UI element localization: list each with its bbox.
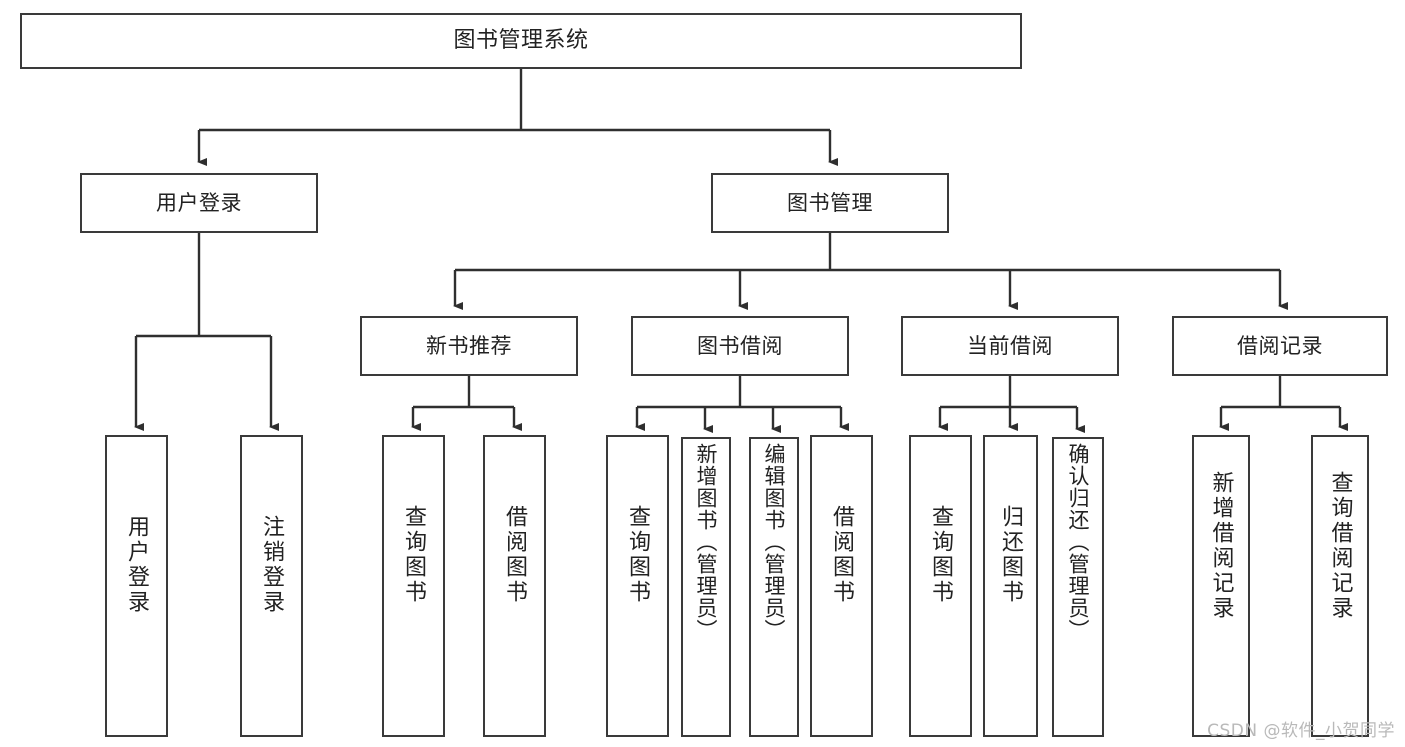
leaf-book-borrow-borrow[interactable]: 借阅图书 <box>810 435 873 737</box>
node-book-borrow[interactable]: 图书借阅 <box>631 316 849 376</box>
leaf-book-borrow-query-label: 查询图书 <box>625 505 651 605</box>
leaf-current-borrow-confirm-label: 确认归还（管理员） <box>1066 443 1091 641</box>
leaf-book-borrow-edit-label: 编辑图书（管理员） <box>762 443 787 641</box>
leaf-user-login-logout[interactable]: 注销登录 <box>240 435 303 737</box>
node-current-borrow[interactable]: 当前借阅 <box>901 316 1119 376</box>
node-current-borrow-label: 当前借阅 <box>967 333 1053 358</box>
leaf-new-book-borrow-label: 借阅图书 <box>502 505 528 605</box>
leaf-new-book-borrow[interactable]: 借阅图书 <box>483 435 546 737</box>
leaf-user-login-login-label: 用户登录 <box>124 515 150 615</box>
leaf-current-borrow-confirm[interactable]: 确认归还（管理员） <box>1052 437 1104 737</box>
node-book-borrow-label: 图书借阅 <box>697 333 783 358</box>
leaf-user-login-login[interactable]: 用户登录 <box>105 435 168 737</box>
leaf-current-borrow-return[interactable]: 归还图书 <box>983 435 1038 737</box>
node-user-login-label: 用户登录 <box>156 190 242 215</box>
leaf-current-borrow-query-label: 查询图书 <box>928 505 954 605</box>
leaf-new-book-query[interactable]: 查询图书 <box>382 435 445 737</box>
node-book-management[interactable]: 图书管理 <box>711 173 949 233</box>
node-new-book-recommend-label: 新书推荐 <box>426 333 512 358</box>
leaf-book-borrow-edit[interactable]: 编辑图书（管理员） <box>749 437 799 737</box>
leaf-borrow-record-add-label: 新增借阅记录 <box>1208 471 1234 621</box>
node-user-login[interactable]: 用户登录 <box>80 173 318 233</box>
leaf-borrow-record-query[interactable]: 查询借阅记录 <box>1311 435 1369 737</box>
leaf-book-borrow-borrow-label: 借阅图书 <box>829 505 855 605</box>
leaf-user-login-logout-label: 注销登录 <box>259 515 285 615</box>
node-root-label: 图书管理系统 <box>453 28 589 54</box>
leaf-borrow-record-add[interactable]: 新增借阅记录 <box>1192 435 1250 737</box>
watermark-text: CSDN @软件_小贺同学 <box>1207 721 1395 741</box>
leaf-borrow-record-query-label: 查询借阅记录 <box>1327 471 1353 621</box>
leaf-current-borrow-query[interactable]: 查询图书 <box>909 435 972 737</box>
leaf-new-book-query-label: 查询图书 <box>401 505 427 605</box>
node-new-book-recommend[interactable]: 新书推荐 <box>360 316 578 376</box>
leaf-current-borrow-return-label: 归还图书 <box>998 505 1024 605</box>
node-borrow-record[interactable]: 借阅记录 <box>1172 316 1388 376</box>
leaf-book-borrow-query[interactable]: 查询图书 <box>606 435 669 737</box>
node-book-management-label: 图书管理 <box>787 190 873 215</box>
node-root[interactable]: 图书管理系统 <box>20 13 1022 69</box>
leaf-book-borrow-add[interactable]: 新增图书（管理员） <box>681 437 731 737</box>
leaf-book-borrow-add-label: 新增图书（管理员） <box>694 443 719 641</box>
node-borrow-record-label: 借阅记录 <box>1237 333 1323 358</box>
